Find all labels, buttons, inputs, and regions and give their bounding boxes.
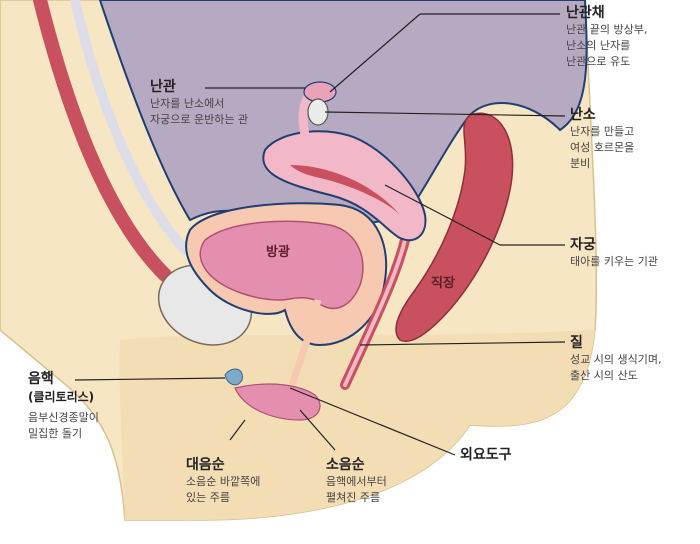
rectum-label: 직장 <box>431 275 455 291</box>
label-labia-minora-title: 소음순 <box>326 457 365 473</box>
label-uterus: 자궁 태아를 키우는 기관 <box>570 236 658 270</box>
label-labia-minora: 소음순 음핵에서부터 펼쳐진 주름 <box>326 456 387 506</box>
urethra-duct <box>288 299 322 387</box>
leader-uterus-diag <box>384 184 501 246</box>
leader-labia-minora <box>299 409 336 451</box>
leader-ovary <box>324 111 566 117</box>
label-clitoris-title: 음핵 <box>28 371 54 387</box>
label-tube-desc: 난자를 난소에서 자궁으로 운반하는 관 <box>150 97 249 126</box>
label-labia-minora-desc: 음핵에서부터 펼쳐진 주름 <box>326 475 387 504</box>
label-clitoris-subtitle: (클리토리스) <box>28 390 95 404</box>
label-labia-majora-desc: 소음순 바깥쪽에 있는 주름 <box>186 475 261 504</box>
uterus <box>262 130 427 242</box>
leader-lines <box>74 13 566 456</box>
label-urethra-title: 외요도구 <box>460 447 512 463</box>
label-fimbriae: 난관채 난관 끝의 방상부, 난소의 난자를 난관으로 유도 <box>566 4 647 70</box>
labia-shape <box>234 383 321 421</box>
abdominal-wall-inner <box>70 0 190 255</box>
leader-labia-majora <box>229 419 246 441</box>
label-clitoris-desc: 음부신경종말이 밀집한 돌기 <box>28 411 99 440</box>
label-uterus-desc: 태아를 키우는 기관 <box>570 255 658 268</box>
label-fimbriae-title: 난관채 <box>566 5 605 21</box>
label-ovary: 난소 난자를 만들고 여성 호르몬을 분비 <box>570 106 634 172</box>
rectum <box>395 112 514 342</box>
label-labia-majora: 대음순 소음순 바깥쪽에 있는 주름 <box>186 456 260 506</box>
bladder-label: 방광 <box>266 244 290 260</box>
label-ovary-title: 난소 <box>570 107 596 123</box>
leader-vagina <box>359 341 566 346</box>
label-urethra: 외요도구 <box>460 446 512 464</box>
clitoris-shape <box>224 368 243 386</box>
label-ovary-desc: 난자를 만들고 여성 호르몬을 분비 <box>570 125 635 170</box>
uterus-cavity <box>290 165 400 215</box>
bladder <box>199 220 364 310</box>
leader-urethra <box>289 387 456 456</box>
label-fimbriae-desc: 난관 끝의 방상부, 난소의 난자를 난관으로 유도 <box>566 23 648 68</box>
label-tube-title: 난관 <box>150 79 176 95</box>
label-vagina-title: 질 <box>570 335 583 351</box>
abdominal-wall-outer <box>33 0 172 282</box>
label-vagina: 질 성교 시의 생식기며, 출산 시의 산도 <box>570 334 661 384</box>
leader-fimbriae-diag <box>329 13 421 93</box>
leader-clitoris <box>74 377 226 381</box>
vagina-canal-inner <box>343 238 407 387</box>
label-clitoris: 음핵 (클리토리스) 음부신경종말이 밀집한 돌기 <box>28 370 99 442</box>
label-tube: 난관 난자를 난소에서 자궁으로 운반하는 관 <box>150 78 248 128</box>
label-uterus-title: 자궁 <box>570 237 596 253</box>
label-vagina-desc: 성교 시의 생식기며, 출산 시의 산도 <box>570 353 662 382</box>
label-labia-majora-title: 대음순 <box>186 457 225 473</box>
